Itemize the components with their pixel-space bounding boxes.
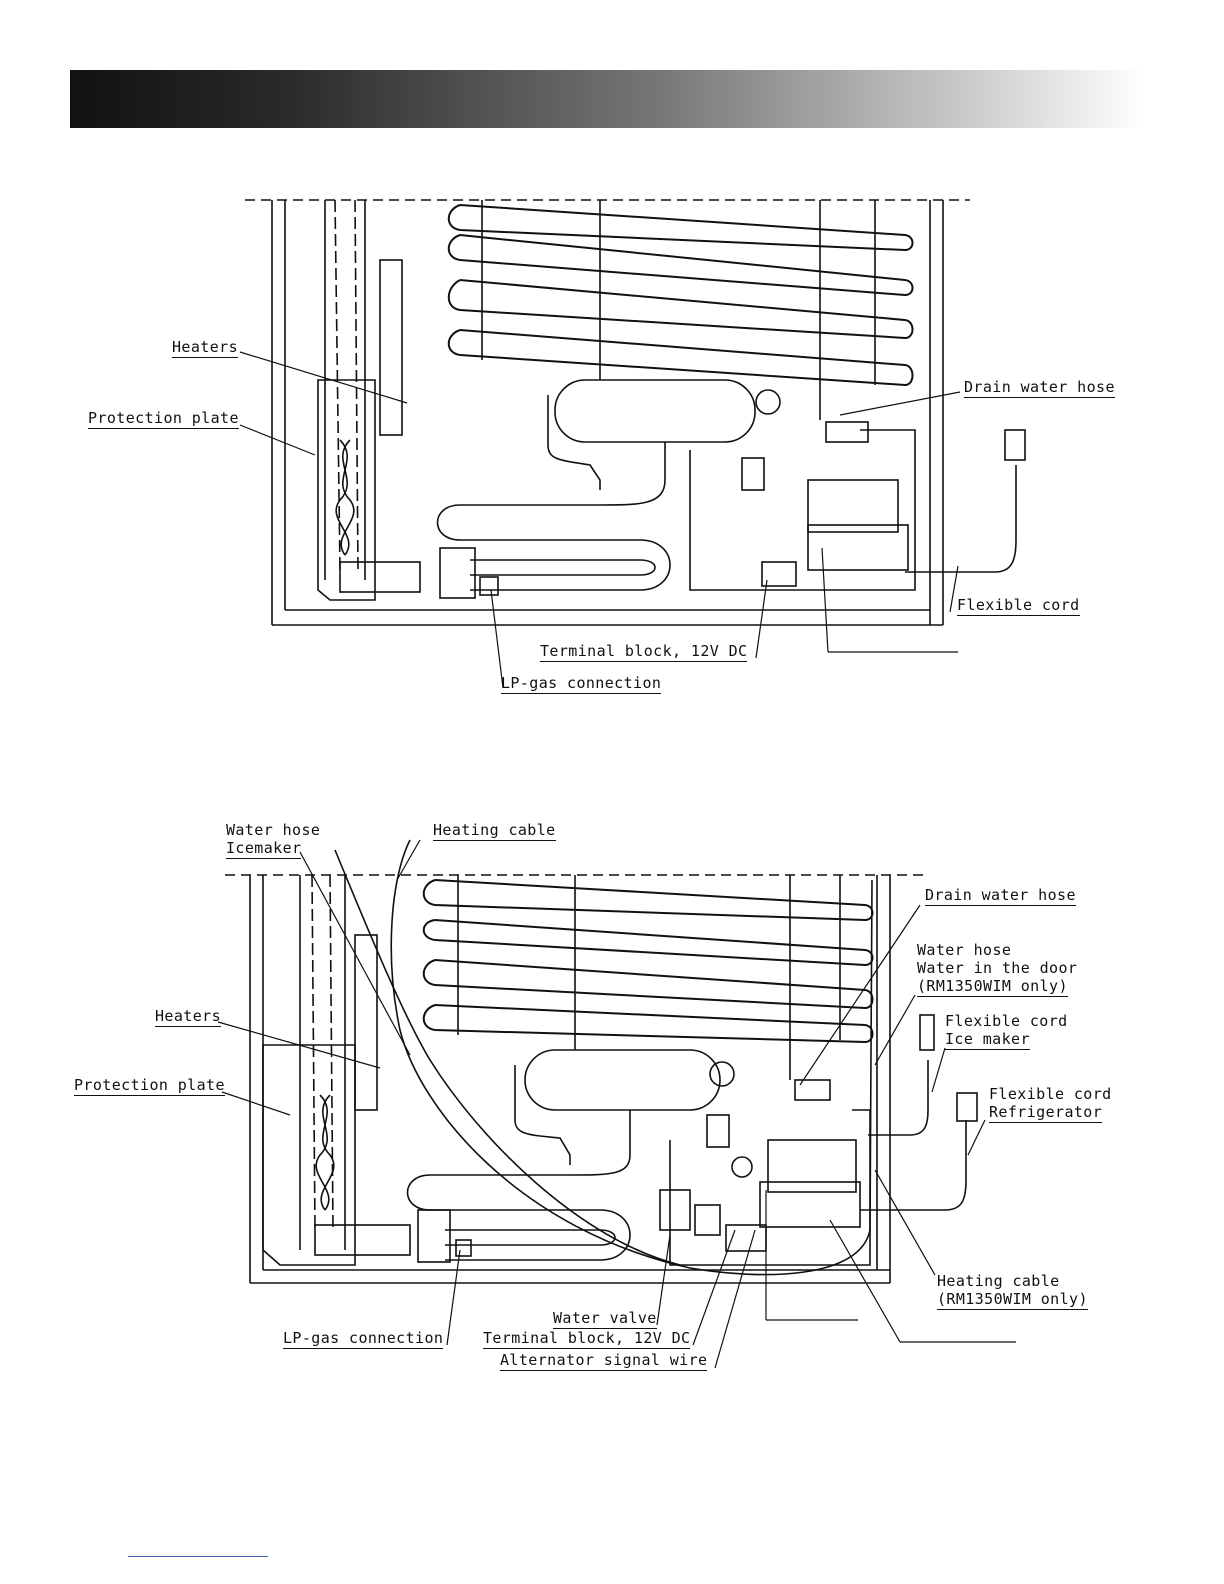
header-bar [70,70,1145,128]
label-terminal-block: Terminal block, 12V DC [540,642,748,662]
label-water-hose-door-2: Water in the door [917,959,1078,977]
label-water-hose-icemaker-2: Icemaker [226,839,302,859]
label-protection-plate: Protection plate [74,1076,225,1096]
label-flex-cord-fridge-1: Flexible cord [989,1085,1112,1103]
label-flex-cord-fridge-2: Refrigerator [989,1103,1103,1123]
label-drain-water-hose: Drain water hose [964,378,1115,398]
label-lp-gas-connection: LP-gas connection [501,674,662,694]
label-heaters: Heaters [172,338,239,358]
label-flexible-cord: Flexible cord [957,596,1080,616]
label-heating-cable-top: Heating cable [433,821,556,841]
label-flex-cord-ice-2: Ice maker [945,1030,1030,1050]
label-heaters: Heaters [155,1007,222,1027]
label-heating-cable-bottom-1: Heating cable [937,1272,1060,1290]
label-heating-cable-bottom-2: (RM1350WIM only) [937,1290,1088,1310]
label-terminal-block: Terminal block, 12V DC [483,1329,691,1349]
refrigerator-rear-drawing-top [239,199,1026,689]
label-water-hose-icemaker-1: Water hose [226,821,321,839]
refrigerator-rear-drawing-bottom [217,839,1016,1369]
label-lp-gas-connection: LP-gas connection [283,1329,444,1349]
footer-rule [128,1556,268,1557]
label-flex-cord-ice-1: Flexible cord [945,1012,1068,1030]
label-water-valve: Water valve [553,1309,657,1329]
diagram-bottom: Water hose Icemaker Heating cable Heater… [0,810,1224,1390]
label-water-hose-door-1: Water hose [917,941,1012,959]
label-drain-water-hose: Drain water hose [925,886,1076,906]
label-alternator-signal-wire: Alternator signal wire [500,1351,708,1371]
label-protection-plate: Protection plate [88,409,239,429]
label-water-hose-door-3: (RM1350WIM only) [917,977,1068,997]
diagram-top: Heaters Protection plate Drain water hos… [0,180,1224,700]
